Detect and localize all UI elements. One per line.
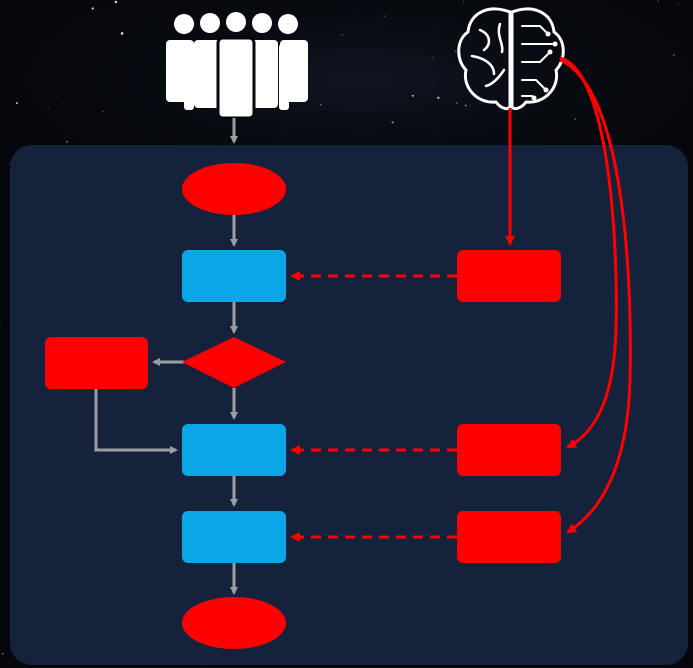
- star: [672, 54, 676, 57]
- star: [453, 4, 454, 6]
- star: [56, 95, 58, 97]
- star: [454, 50, 457, 53]
- star: [463, 1, 465, 3]
- decision-node: [182, 337, 286, 388]
- star: [0, 324, 1, 327]
- star: [455, 101, 458, 105]
- arrow-brain-to-ai-task2: [559, 56, 618, 449]
- group-of-people-icon: [166, 12, 308, 120]
- star: [678, 2, 679, 4]
- star: [464, 104, 467, 107]
- star: [120, 32, 124, 35]
- process-step-3: [182, 511, 286, 563]
- gray-arrows: [94, 118, 238, 595]
- star: [65, 140, 69, 143]
- star: [102, 111, 104, 113]
- star: [431, 56, 434, 59]
- arrow-brain-to-ai-task3: [559, 58, 632, 534]
- end-node: [182, 597, 286, 649]
- star: [114, 0, 118, 4]
- process-step-2: [182, 424, 286, 476]
- star: [48, 107, 50, 109]
- star: [116, 24, 118, 26]
- process-step-1: [182, 250, 286, 302]
- branch-step: [45, 337, 148, 389]
- arrow-branch-to-step2: [94, 389, 178, 454]
- star: [15, 102, 18, 105]
- process-panel: [10, 145, 688, 665]
- star: [429, 66, 430, 67]
- star: [1, 652, 4, 655]
- circuit-brain-icon: [457, 7, 565, 111]
- ai-task-2: [457, 424, 561, 476]
- star: [91, 7, 94, 10]
- star: [8, 163, 10, 165]
- ai-arrows: [290, 56, 632, 542]
- ai-task-3: [457, 511, 561, 563]
- star: [341, 34, 344, 36]
- flow-nodes: [45, 163, 561, 649]
- star: [574, 118, 576, 120]
- start-node: [182, 163, 286, 215]
- star: [391, 121, 394, 124]
- star: [437, 96, 440, 100]
- star: [383, 15, 385, 17]
- star: [674, 118, 676, 120]
- star: [657, 0, 659, 2]
- ai-task-1: [457, 250, 561, 302]
- star: [319, 103, 322, 106]
- star: [203, 666, 205, 668]
- star: [411, 94, 414, 97]
